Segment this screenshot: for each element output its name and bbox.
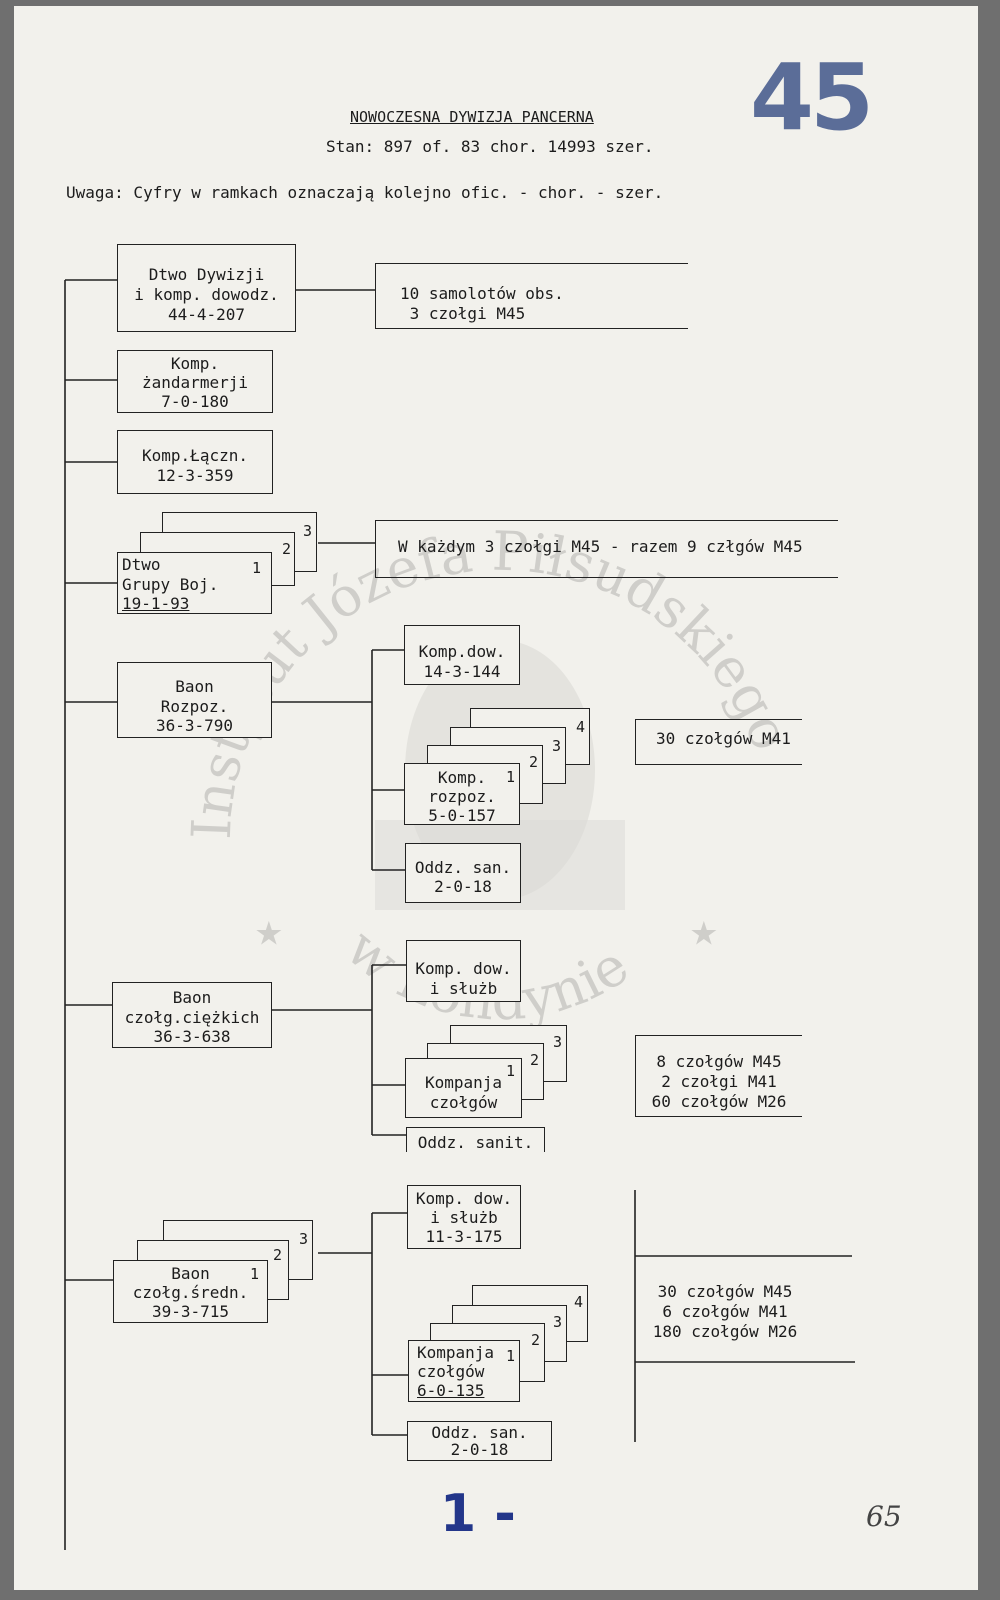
medium-tank-battalion-box: 1 Baon czołg.średn. 39-3-715 [113,1260,268,1323]
stack-number: 1 [505,1347,515,1365]
stack-number: 2 [530,1331,540,1349]
recon-medical-detachment-box: Oddz. san. 2-0-18 [405,843,521,903]
heavy-tank-battalion-box: Baon czołg.ciężkich 36-3-638 [112,982,272,1048]
medium-tank-equipment-text: 30 czołgów M45 6 czołgów M41 180 czołgów… [640,1282,840,1352]
equipment-line: 10 samolotów obs. [400,284,564,303]
stack-number: 2 [528,753,538,771]
unit-label: Baon [171,1264,210,1283]
stack-number: 3 [552,1313,562,1331]
stack-number: 4 [573,1293,583,1311]
unit-strength: 6-0-135 [417,1381,485,1400]
stack-number: 4 [575,718,585,736]
medium-medical-detachment-box: Oddz. san. 2-0-18 [407,1421,552,1461]
unit-strength: 12-3-359 [156,466,234,485]
stack-number: 3 [552,1033,562,1051]
unit-label: Kompanja [424,1073,503,1092]
unit-label: Komp. [170,354,220,373]
unit-label: Oddz. san. [414,858,512,877]
division-hq-equipment-box: 10 samolotów obs. 3 czołgi M45 [375,263,688,329]
unit-label: i służb [430,1208,498,1227]
equipment-line: 2 czołgi M41 [661,1072,777,1091]
unit-label: Oddz. san. [431,1423,528,1442]
battle-group-hq-box: 1 Dtwo Grupy Boj. 19-1-93 [117,552,272,614]
unit-label: czołgów [429,1093,498,1112]
heavy-tank-equipment-box: 8 czołgów M45 2 czołgi M41 60 czołgów M2… [635,1035,802,1117]
heavy-medical-detachment-box: Oddz. sanit. [406,1127,545,1152]
military-police-company-box: Komp. żandarmerji 7-0-180 [117,350,273,413]
stack-number: 1 [505,1062,515,1080]
stack-number: 3 [298,1230,308,1248]
signals-company-box: Komp.Łączn. 12-3-359 [117,430,273,494]
unit-strength: 2-0-18 [450,1440,509,1459]
equipment-line: 30 czołgów M45 [657,1282,793,1301]
unit-label: rozpoz. [428,787,496,806]
equipment-line: 60 czołgów M26 [651,1092,787,1111]
unit-label: Dtwo [122,555,161,574]
unit-strength: 44-4-207 [167,305,246,324]
battle-group-equipment-box: W każdym 3 czołgi M45 - razem 9 człgów M… [375,520,838,578]
unit-strength: 7-0-180 [161,392,229,411]
stack-number: 1 [505,768,515,786]
unit-label: czołgów [417,1362,485,1381]
unit-label: i komp. dowodz. [134,285,279,304]
stack-number: 1 [251,559,261,577]
division-strength: Stan: 897 of. 83 chor. 14993 szer. [326,137,654,156]
medium-tank-company-box: 1 Kompanja czołgów 6-0-135 [408,1340,520,1402]
recon-equipment-box: 30 czołgów M41 [635,719,802,765]
equipment-line: 3 czołgi M45 [400,304,526,323]
unit-strength: 36-3-790 [155,716,234,735]
unit-strength: 39-3-715 [151,1302,230,1321]
unit-label: Baon [172,988,212,1007]
unit-label: Baon [175,677,214,696]
unit-label: żandarmerji [142,373,248,392]
unit-strength: 11-3-175 [425,1227,503,1246]
archive-stamp-number: 45 [750,44,874,151]
equipment-line: W każdym 3 czołgi M45 - razem 9 człgów M… [398,537,803,556]
handwritten-archive-number: 65 [866,1500,902,1533]
stack-number: 3 [302,522,312,540]
legend-note: Uwaga: Cyfry w ramkach oznaczają kolejno… [66,183,664,202]
recon-company-box: 1 Komp. rozpoz. 5-0-157 [404,763,520,825]
stack-number: 1 [249,1265,259,1283]
unit-label: Kompanja [417,1343,495,1362]
equipment-line: 8 czołgów M45 [656,1052,782,1071]
heavy-tank-company-box: 1 Kompanja czołgów [405,1058,522,1118]
unit-label: Komp. [437,768,487,787]
recon-hq-company-box: Komp.dow. 14-3-144 [404,625,520,685]
unit-label: czołg.średn. [132,1283,249,1302]
stack-number: 2 [281,540,291,558]
stack-number: 2 [529,1051,539,1069]
document-title: NOWOCZESNA DYWIZJA PANCERNA [350,108,594,126]
unit-label: Komp. dow. [415,1189,513,1208]
unit-label: Oddz. sanit. [417,1133,534,1152]
unit-label: Komp.dow. [418,642,506,661]
unit-strength: 36-3-638 [153,1027,231,1046]
stack-number: 3 [551,737,561,755]
page-number: 1 - [440,1484,516,1544]
unit-label: Komp.Łączn. [142,446,248,465]
medium-hq-company-box: Komp. dow. i służb 11-3-175 [407,1185,521,1249]
unit-label: Dtwo Dywizji [148,265,265,284]
unit-label: Rozpoz. [160,697,229,716]
unit-label: Grupy Boj. [122,575,219,594]
unit-label: i służb [429,979,498,998]
equipment-line: 180 czołgów M26 [652,1322,798,1341]
unit-strength: 19-1-93 [122,594,190,613]
equipment-line: 6 czołgów M41 [662,1302,788,1321]
unit-label: czołg.ciężkich [124,1008,260,1027]
unit-strength: 14-3-144 [423,662,501,681]
unit-strength: 5-0-157 [428,806,496,825]
division-hq-box: Dtwo Dywizji i komp. dowodz. 44-4-207 [117,244,296,332]
equipment-line: 30 czołgów M41 [656,729,791,748]
recon-battalion-box: Baon Rozpoz. 36-3-790 [117,662,272,738]
unit-strength: 2-0-18 [434,877,492,896]
heavy-hq-company-box: Komp. dow. i służb [406,940,521,1002]
stack-number: 2 [272,1246,282,1264]
unit-label: Komp. dow. [415,959,512,978]
